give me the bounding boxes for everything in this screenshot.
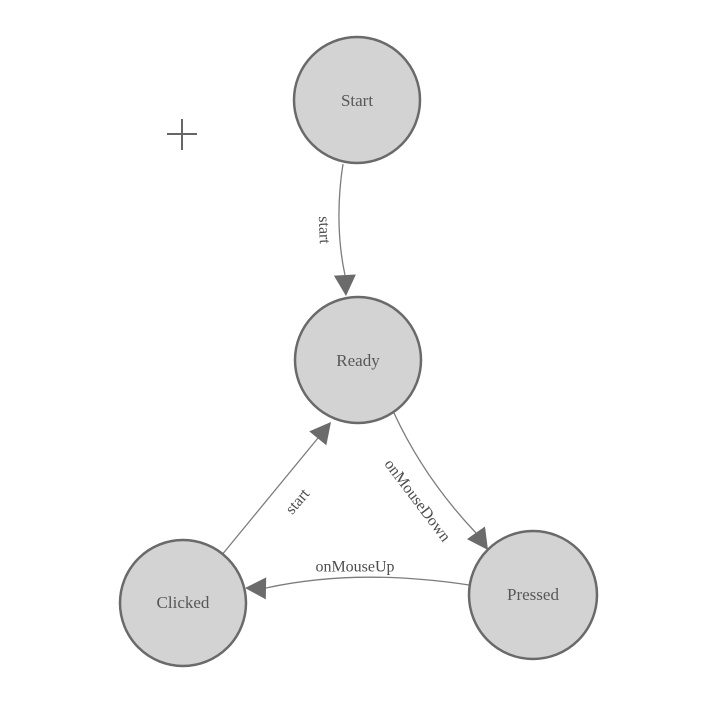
state-node-start[interactable]: Start: [292, 35, 422, 165]
node-label: Ready: [336, 351, 380, 370]
node-label: Start: [341, 91, 373, 110]
edge-label: start: [315, 216, 333, 245]
state-node-pressed[interactable]: Pressed: [467, 529, 599, 661]
edge-line[interactable]: [338, 163, 346, 276]
arrowhead-icon: [333, 274, 356, 296]
node-circle[interactable]: [467, 529, 599, 661]
edge-start-to-ready[interactable]: start: [315, 163, 357, 297]
plus-crosshair-icon: [167, 119, 197, 150]
node-label: Pressed: [507, 585, 559, 604]
node-circle[interactable]: [118, 538, 248, 668]
node-circle[interactable]: [293, 295, 423, 425]
node-circle[interactable]: [292, 35, 422, 165]
edge-label: start: [282, 485, 313, 517]
edge-label: onMouseUp: [315, 559, 394, 576]
state-node-ready[interactable]: Ready: [293, 295, 423, 425]
edge-label: onMouseDown: [381, 456, 454, 545]
edge-pressed-to-clicked[interactable]: onMouseUp: [245, 559, 470, 600]
edge-line[interactable]: [265, 576, 470, 589]
arrowhead-icon: [309, 422, 331, 446]
edge-line[interactable]: [220, 437, 319, 557]
edge-line[interactable]: [393, 412, 477, 534]
node-label: Clicked: [157, 593, 210, 612]
edge-clicked-to-ready[interactable]: start: [220, 415, 340, 557]
arrowhead-icon: [245, 577, 267, 600]
state-node-clicked[interactable]: Clicked: [118, 538, 248, 668]
edge-ready-to-pressed[interactable]: onMouseDown: [381, 412, 497, 556]
arrowhead-icon: [466, 526, 488, 550]
